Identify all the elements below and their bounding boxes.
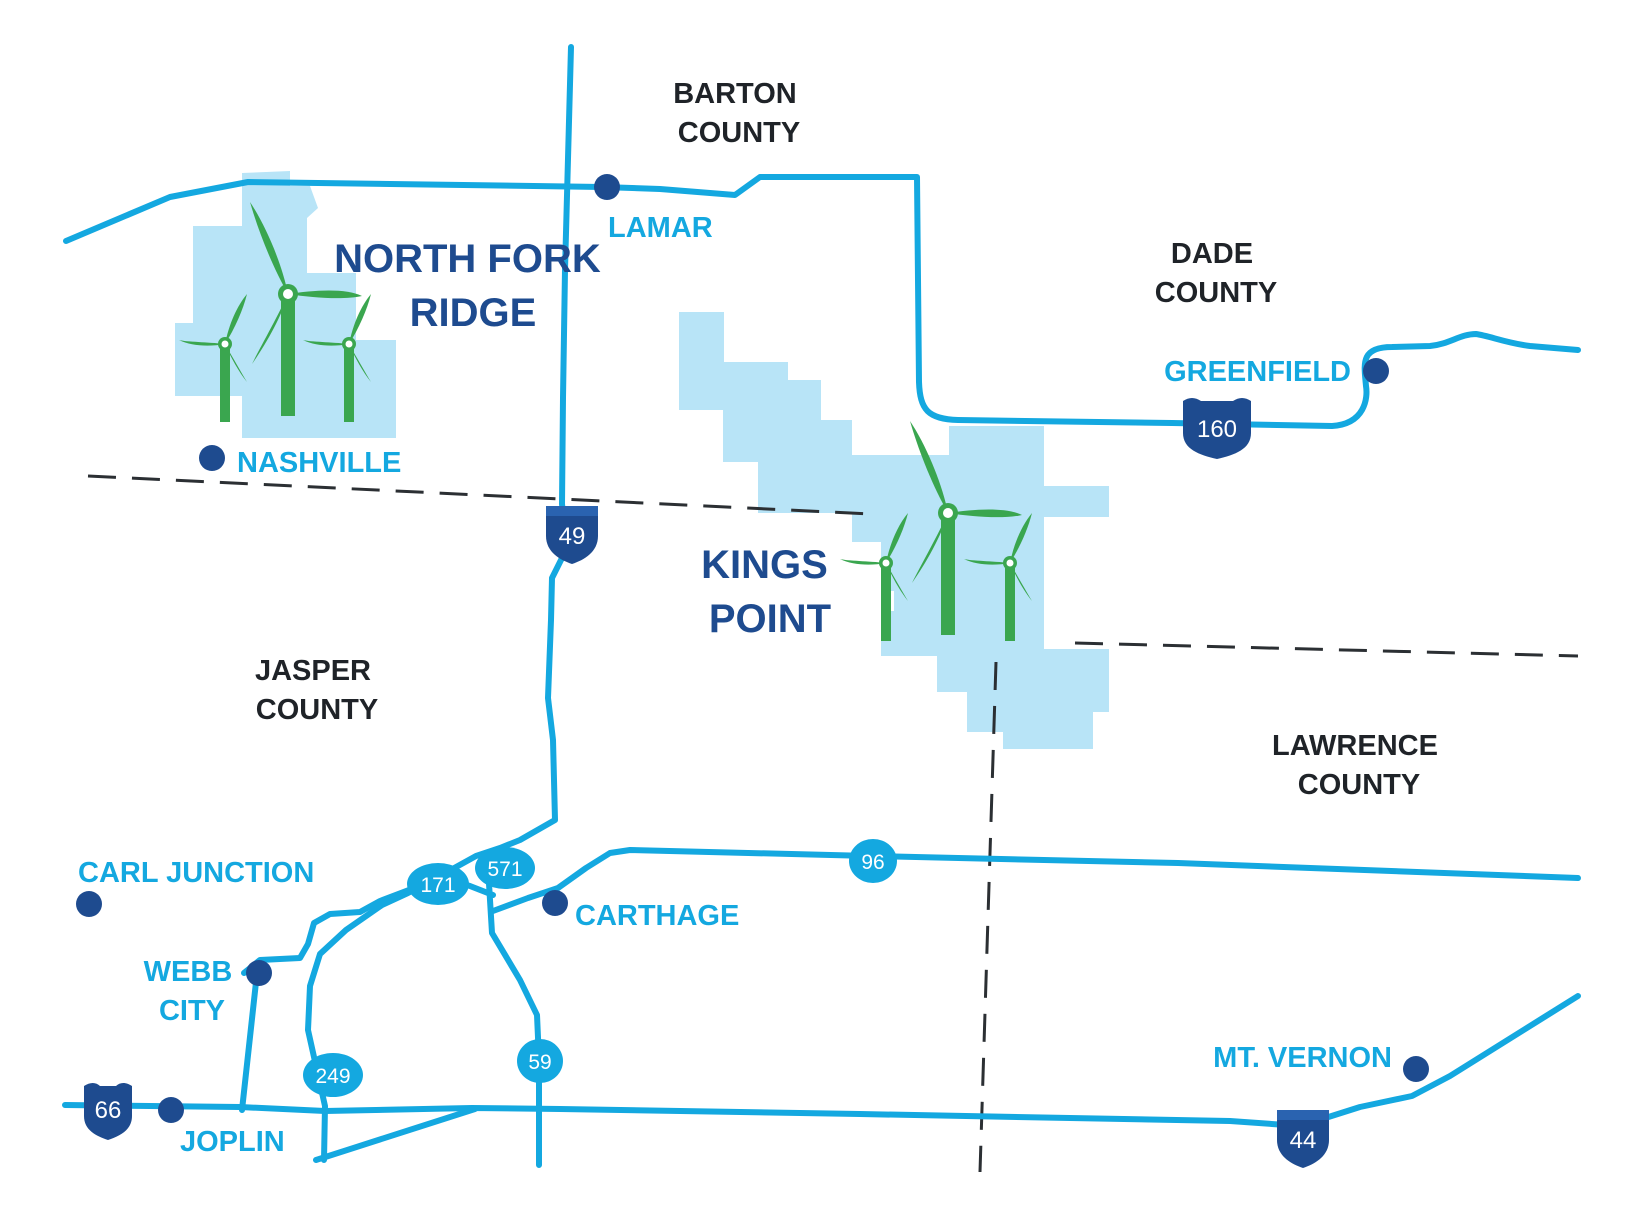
interstate-shield-icon[interactable]: 49 [546,506,598,564]
interstate-shield-icon[interactable]: 44 [1277,1110,1329,1168]
city-dots [76,174,1429,1123]
city-labels: LAMAR NASHVILLE GREENFIELD CARL JUNCTION… [78,212,1392,1158]
us-route-shield-icon[interactable]: 66 [84,1083,132,1140]
wind-farm-label-north-fork-ridge: NORTH FORK RIDGE [334,237,612,335]
boundary-jasper-lawrence [978,661,998,1173]
county-boundaries [87,474,1579,1173]
county-label-barton: BARTON COUNTY [673,78,805,149]
route-label-59: 59 [528,1051,551,1074]
road-96 [490,847,1581,914]
road-us160 [63,174,1581,429]
state-route-oval-icon[interactable]: 571 [475,847,535,889]
city-dot-icon[interactable] [199,445,225,471]
wind-farm-labels: NORTH FORK RIDGE KINGS POINT [334,237,839,641]
city-label-carl-junction: CARL JUNCTION [78,857,314,889]
county-label-jasper: JASPER COUNTY [255,655,379,726]
city-dot-icon[interactable] [1403,1056,1429,1082]
county-label-lawrence: LAWRENCE COUNTY [1272,730,1446,801]
city-label-webb-city: WEBB CITY [144,956,241,1027]
city-label-lamar: LAMAR [608,212,713,244]
city-dot-icon[interactable] [594,174,620,200]
road-i44 [62,993,1581,1129]
state-route-oval-icon[interactable]: 59 [517,1039,563,1083]
city-label-carthage: CARTHAGE [575,900,739,932]
state-route-oval-icon[interactable]: 249 [303,1053,363,1097]
route-label-171: 171 [420,874,455,897]
county-label-dade: DADE COUNTY [1155,238,1277,309]
state-route-oval-icon[interactable]: 96 [849,839,897,883]
us-route-shield-icon[interactable]: 160 [1183,398,1251,459]
route-label-i44: 44 [1290,1127,1317,1154]
kings-point-area [679,312,1109,749]
road-joplin-south [313,1106,478,1163]
route-label-96: 96 [861,851,884,874]
route-label-us66: 66 [95,1097,122,1124]
road-i49 [305,44,574,1163]
city-dot-icon[interactable] [542,890,568,916]
route-label-249: 249 [315,1065,350,1088]
city-label-greenfield: GREENFIELD [1164,356,1351,388]
state-route-oval-icon[interactable]: 171 [407,863,469,905]
city-dot-icon[interactable] [246,960,272,986]
route-label-i49: 49 [559,523,586,550]
city-label-mt-vernon: MT. VERNON [1213,1042,1392,1074]
wind-farm-label-kings-point: KINGS POINT [701,543,839,641]
boundary-barton-jasper [87,474,871,516]
city-dot-icon[interactable] [1363,358,1389,384]
route-label-us160: 160 [1197,416,1237,443]
route-label-571: 571 [487,858,522,881]
boundary-dade-lawrence [1074,641,1579,658]
city-label-nashville: NASHVILLE [237,447,401,479]
city-dot-icon[interactable] [76,891,102,917]
city-label-joplin: JOPLIN [180,1126,285,1158]
county-labels: BARTON COUNTY DADE COUNTY JASPER COUNTY … [255,78,1446,801]
road-webb-city [239,970,260,1113]
city-dot-icon[interactable] [158,1097,184,1123]
route-shields: 49 44 160 66 171 571 96 249 [84,398,1329,1168]
